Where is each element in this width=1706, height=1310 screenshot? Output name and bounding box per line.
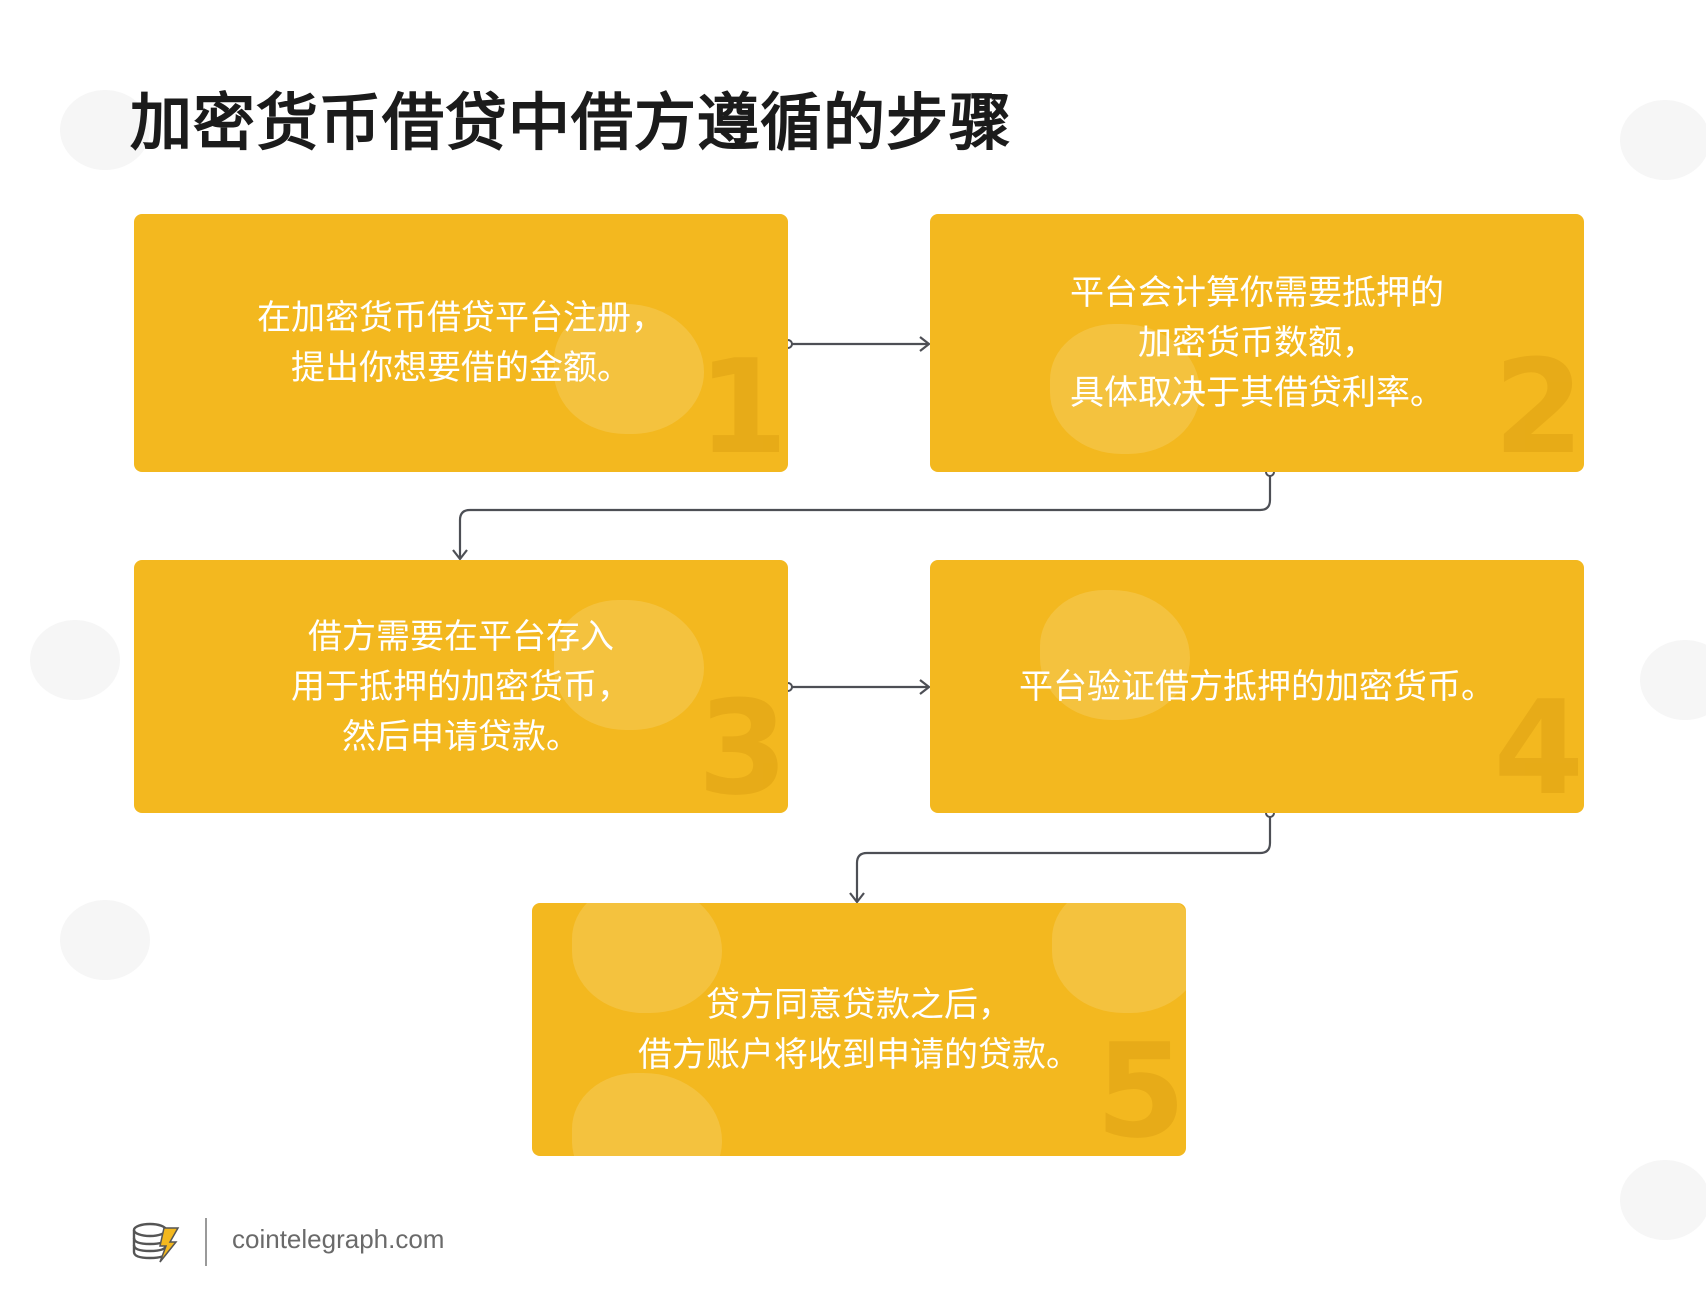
step-2-line: 加密货币数额，	[1138, 323, 1376, 363]
step-3-line: 然后申请贷款。	[342, 716, 580, 757]
step-3-number: 3	[697, 672, 788, 813]
footer-site-link[interactable]: cointelegraph.com	[232, 1224, 445, 1254]
step-2-text: 平台会计算你需要抵押的 加密货币数额， 具体取决于其借贷利率。	[1070, 268, 1444, 418]
step-1-number: 1	[697, 331, 788, 472]
step-3-text: 借方需要在平台存入 用于抵押的加密货币， 然后申请贷款。	[291, 612, 631, 762]
box-watermark	[572, 1073, 722, 1156]
step-3-line: 用于抵押的加密货币，	[291, 666, 631, 707]
background-watermark	[1640, 640, 1706, 720]
step-5-box: 贷方同意贷款之后， 借方账户将收到申请的贷款。 5	[532, 903, 1186, 1156]
connector-4-5	[855, 813, 1272, 901]
step-2-number: 2	[1493, 331, 1584, 472]
step-4-text: 平台验证借方抵押的加密货币。	[1019, 662, 1495, 712]
cointelegraph-logo-icon	[132, 1222, 180, 1263]
arrowhead	[919, 336, 931, 352]
arrowhead	[849, 892, 865, 904]
background-watermark	[1620, 1160, 1706, 1240]
connector-2-3	[458, 472, 1272, 558]
step-4-number: 4	[1493, 672, 1584, 813]
step-2-box: 平台会计算你需要抵押的 加密货币数额， 具体取决于其借贷利率。 2	[930, 214, 1584, 472]
step-2-line: 具体取决于其借贷利率。	[1070, 373, 1444, 413]
box-watermark	[1052, 903, 1186, 1013]
background-watermark	[60, 900, 150, 980]
box-watermark	[1050, 324, 1200, 454]
step-1-line: 在加密货币借贷平台注册，	[257, 298, 665, 338]
step-5-text: 贷方同意贷款之后， 借方账户将收到申请的贷款。	[638, 980, 1080, 1080]
background-watermark	[30, 620, 120, 700]
background-watermark	[60, 90, 150, 170]
box-watermark	[554, 600, 704, 730]
arrowhead	[452, 549, 468, 561]
step-1-box: 在加密货币借贷平台注册， 提出你想要借的金额。 1	[134, 214, 788, 472]
background-watermark	[1620, 100, 1706, 180]
box-watermark	[572, 903, 722, 1013]
step-5-line: 贷方同意贷款之后，	[706, 984, 1012, 1025]
box-watermark	[554, 304, 704, 434]
step-5-number: 5	[1095, 1015, 1186, 1156]
page-title: 加密货币借贷中借方遵循的步骤	[130, 86, 1013, 159]
box-watermark	[1040, 590, 1190, 720]
arrowhead	[919, 679, 931, 695]
step-4-box: 平台验证借方抵押的加密货币。 4	[930, 560, 1584, 813]
step-3-box: 借方需要在平台存入 用于抵押的加密货币， 然后申请贷款。 3	[134, 560, 788, 813]
step-2-line: 平台会计算你需要抵押的	[1070, 273, 1444, 313]
step-1-text: 在加密货币借贷平台注册， 提出你想要借的金额。	[257, 293, 665, 393]
step-1-line: 提出你想要借的金额。	[291, 348, 631, 388]
step-3-line: 借方需要在平台存入	[308, 616, 614, 657]
step-4-line: 平台验证借方抵押的加密货币。	[1019, 666, 1495, 707]
step-5-line: 借方账户将收到申请的贷款。	[638, 1034, 1080, 1075]
footer-divider	[205, 1218, 207, 1266]
